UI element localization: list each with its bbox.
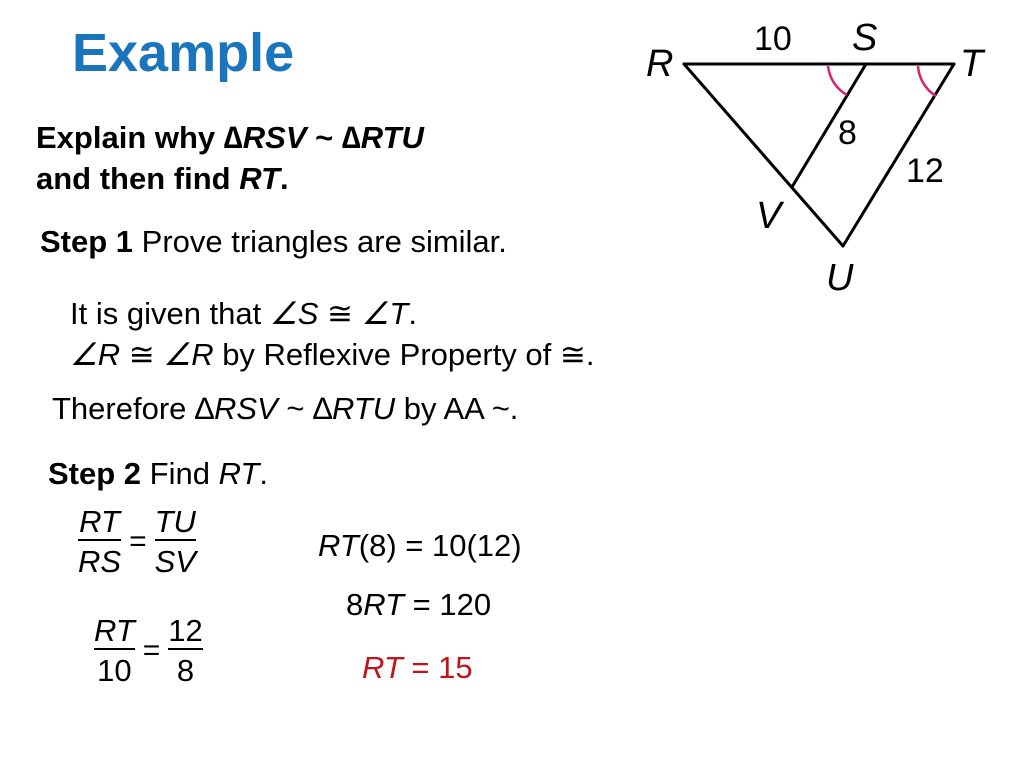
length-label-10: 10 — [754, 20, 792, 58]
answer: RT = 15 — [362, 650, 473, 686]
therefore-statement: Therefore ∆RSV ~ ∆RTU by AA ~. — [52, 391, 518, 427]
var-rt: RT — [318, 528, 359, 563]
var-rt: RT — [363, 587, 405, 622]
step-2-var: RT — [218, 456, 260, 491]
angle-s: S — [297, 296, 319, 331]
angle-r: R — [97, 337, 121, 372]
reflexive-text: by Reflexive Property of ≅. — [213, 337, 595, 372]
equals-sign: = — [142, 634, 161, 667]
segment-ru — [682, 62, 845, 248]
fraction-rt-10: RT 10 — [94, 614, 135, 688]
period: . — [408, 296, 417, 331]
angle-t: T — [389, 296, 409, 331]
prompt-text: Explain why ∆ — [36, 120, 243, 155]
problem-line-2: and then find RT. — [36, 159, 289, 199]
angle-symbol: ∠ — [269, 296, 298, 331]
congruent-symbol: ≅ — [318, 296, 362, 331]
coefficient: 8 — [346, 587, 364, 622]
equals-sign: = — [129, 525, 147, 558]
step-1-text: Prove triangles are similar. — [133, 224, 507, 259]
answer-value: = 15 — [402, 650, 473, 685]
angle-r: R — [191, 337, 214, 372]
step-2-end: . — [259, 456, 268, 491]
denominator: RS — [78, 539, 122, 579]
vertex-label-u: U — [826, 257, 854, 299]
segment-sv — [790, 62, 868, 189]
proportion-1: RT RS = TU SV — [78, 505, 196, 579]
step-1-label: Step 1 — [40, 224, 134, 259]
step-2-label: Step 2 — [48, 456, 142, 491]
given-statement: It is given that ∠S ≅ ∠T. — [70, 296, 417, 332]
step-1: Step 1 Prove triangles are similar. — [40, 224, 507, 260]
prompt-triangle-rsv: RSV — [242, 120, 307, 155]
congruent-symbol: ≅ — [120, 337, 164, 372]
triangle-rsv: RSV — [213, 391, 278, 426]
fraction-tu-sv: TU SV — [154, 504, 196, 579]
vertex-label-t: T — [960, 43, 986, 85]
length-label-12: 12 — [906, 152, 944, 190]
vertex-label-s: S — [852, 17, 877, 59]
equation-text: (8) = 10(12) — [358, 528, 522, 563]
denominator: SV — [154, 539, 196, 579]
therefore-text: by AA ~. — [395, 391, 519, 426]
numerator: TU — [154, 504, 196, 539]
triangle-rtu: RTU — [332, 391, 396, 426]
problem-line-1: Explain why ∆RSV ~ ∆RTU — [36, 118, 424, 158]
numerator: RT — [94, 613, 135, 648]
proportion-2: RT 10 = 12 8 — [94, 614, 203, 688]
prompt-text: and then find — [36, 161, 240, 196]
prompt-var-rt: RT — [239, 161, 280, 196]
angle-s-mark — [826, 65, 848, 97]
page-title: Example — [72, 23, 295, 83]
equation-text: = 120 — [404, 587, 492, 622]
step-2-text: Find — [141, 456, 219, 491]
denominator: 8 — [168, 648, 203, 688]
therefore-text: ~ ∆ — [277, 391, 333, 426]
numerator: RT — [79, 504, 120, 539]
step-2: Step 2 Find RT. — [48, 456, 268, 492]
numerator: 12 — [168, 613, 203, 648]
fraction-12-8: 12 8 — [168, 613, 203, 688]
prompt-triangle-rtu: RTU — [360, 120, 424, 155]
reflexive-statement: ∠R ≅ ∠R by Reflexive Property of ≅. — [70, 337, 594, 373]
given-text: It is given that — [70, 296, 270, 331]
angle-symbol: ∠ — [361, 296, 390, 331]
prompt-text: ~ ∆ — [306, 120, 361, 155]
denominator: 10 — [94, 648, 135, 688]
solve-step-2: 8RT = 120 — [346, 587, 491, 623]
var-rt: RT — [362, 650, 403, 685]
length-label-8: 8 — [838, 114, 857, 152]
vertex-label-r: R — [646, 43, 673, 85]
solve-step-1: RT(8) = 10(12) — [318, 528, 522, 564]
angle-symbol: ∠ — [163, 337, 192, 372]
angle-symbol: ∠ — [70, 337, 98, 372]
fraction-rt-rs: RT RS — [78, 504, 122, 579]
prompt-text: . — [279, 161, 289, 196]
therefore-text: Therefore ∆ — [52, 391, 214, 426]
angle-t-mark — [916, 65, 937, 98]
vertex-label-v: V — [756, 195, 785, 237]
